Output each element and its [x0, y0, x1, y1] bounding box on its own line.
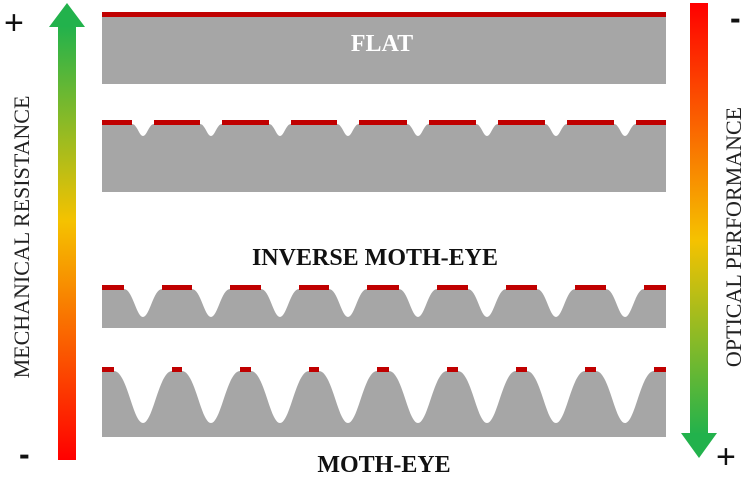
panel-flat — [102, 12, 666, 84]
axis-label-optical-performance: OPTICAL PERFORMANCE — [721, 106, 746, 368]
label-inverse-moth-eye: INVERSE MOTH-EYE — [251, 245, 499, 271]
label-flat: FLAT — [350, 31, 414, 57]
right-bottom-plus-sign: + — [716, 438, 736, 476]
mechanical-resistance-arrow-up-icon — [49, 3, 85, 460]
label-moth-eye: MOTH-EYE — [317, 452, 451, 478]
optical-performance-arrow-down-icon — [681, 3, 717, 458]
axis-label-mechanical-resistance: MECHANICAL RESISTANCE — [9, 95, 34, 379]
panel-moth-eye — [102, 367, 666, 437]
panel-inverse-moth-eye-deep — [102, 285, 666, 328]
left-top-plus-sign: + — [4, 4, 24, 42]
panel-inverse-moth-eye-shallow — [102, 120, 666, 192]
left-bottom-minus-sign: - — [19, 436, 30, 472]
right-top-minus-sign: - — [730, 0, 741, 36]
